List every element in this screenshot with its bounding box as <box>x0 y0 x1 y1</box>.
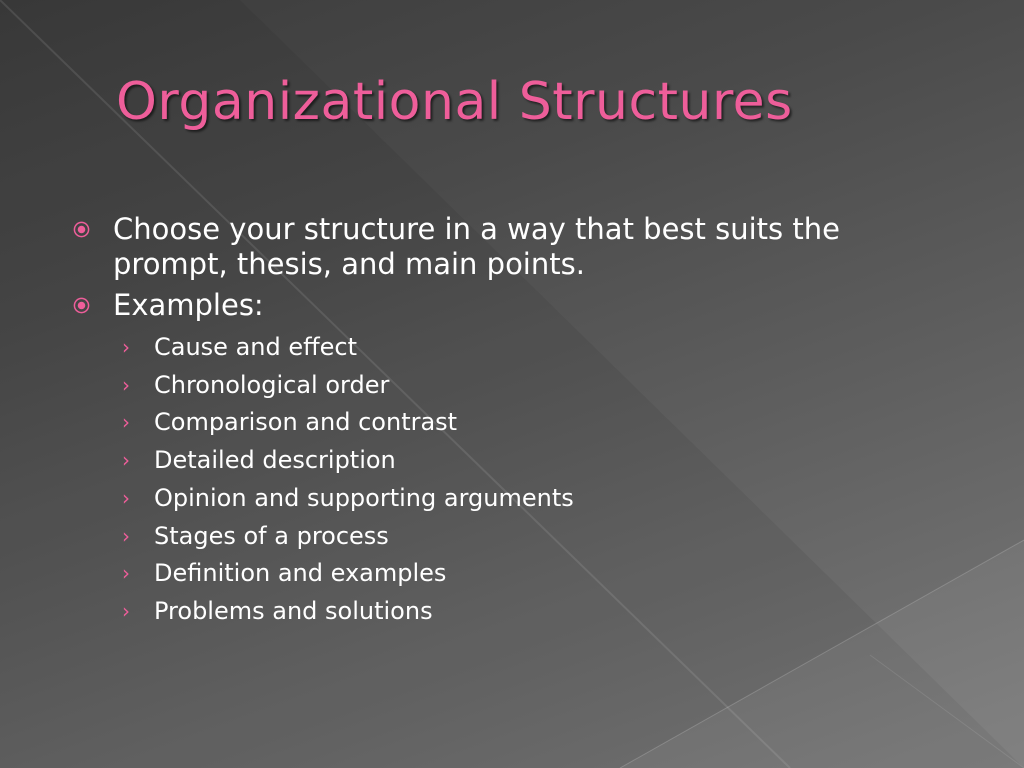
sub-item-text: Cause and effect <box>154 333 358 361</box>
sub-list: › Cause and effect › Chronological order ›… <box>70 329 950 631</box>
sub-item: › Detailed description <box>70 442 950 480</box>
chevron-right-icon: › <box>122 523 130 548</box>
sub-item-text: Chronological order <box>154 370 390 399</box>
sub-item: › Stages of a process <box>70 518 950 556</box>
diagonal-line <box>0 0 790 768</box>
chevron-right-icon: › <box>122 561 130 586</box>
target-bullet-icon <box>73 297 90 314</box>
sub-item: › Definition and examples <box>70 555 950 593</box>
sub-item: › Opinion and supporting arguments <box>70 480 950 518</box>
slide-content: Choose your structure in a way that best… <box>70 212 950 631</box>
chevron-right-icon: › <box>122 598 130 623</box>
chevron-right-icon: › <box>122 372 130 397</box>
bullet-text: Examples: <box>113 288 264 322</box>
bullet-text: Choose your structure in a way that best… <box>113 212 840 281</box>
sub-item: › Chronological order <box>70 367 950 405</box>
sub-item-text: Opinion and supporting arguments <box>154 483 574 512</box>
sub-item-text: Stages of a process <box>154 521 389 550</box>
bullet-item: Examples: <box>70 288 950 323</box>
bullet-item: Choose your structure in a way that best… <box>70 212 950 282</box>
chevron-right-icon: › <box>122 335 130 359</box>
chevron-right-icon: › <box>122 485 130 510</box>
sub-item: › Problems and solutions <box>70 593 950 631</box>
sub-item-text: Detailed description <box>154 446 396 475</box>
corner-line-2 <box>869 654 1024 768</box>
chevron-right-icon: › <box>122 410 130 435</box>
chevron-right-icon: › <box>122 448 130 473</box>
corner-line <box>619 539 1024 768</box>
sub-item-text: Problems and solutions <box>154 596 433 625</box>
sub-item: › Comparison and contrast <box>70 404 950 442</box>
target-bullet-icon <box>73 221 90 238</box>
sub-item: › Cause and effect <box>70 329 950 367</box>
corner-facet <box>620 540 1024 768</box>
sub-item-text: Comparison and contrast <box>154 408 458 437</box>
sub-item-text: Definition and examples <box>154 559 447 588</box>
slide-title: Organizational Structures <box>116 72 793 132</box>
